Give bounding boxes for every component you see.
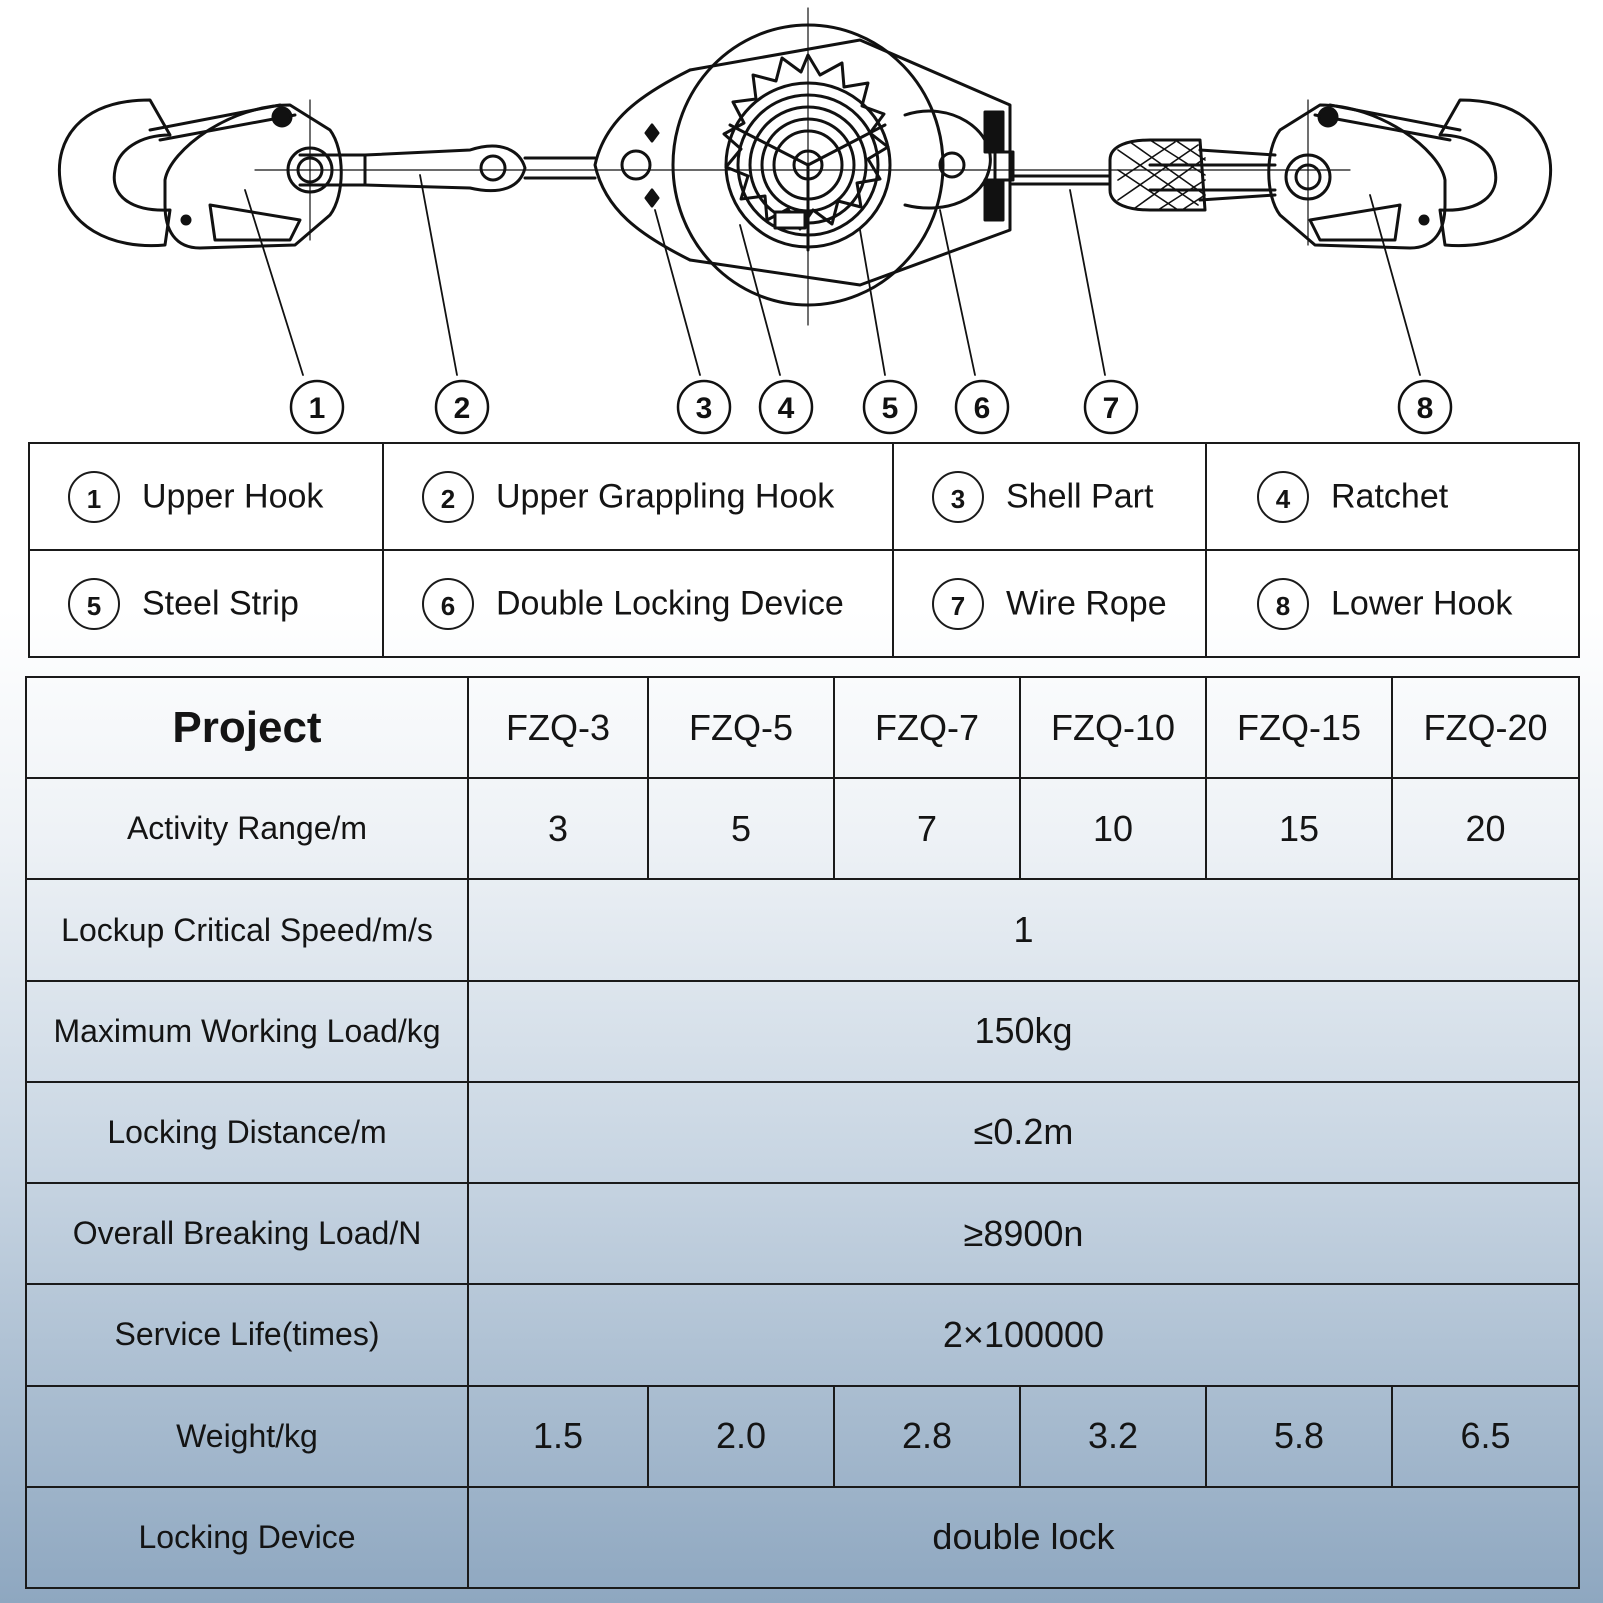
upper-hook-icon bbox=[57, 98, 343, 250]
cell-value: 2.0 bbox=[647, 1384, 835, 1488]
legend-label: Lower Hook bbox=[1331, 584, 1513, 622]
cell-value: ≥8900n bbox=[467, 1182, 1580, 1286]
cell-value: 3 bbox=[467, 777, 649, 881]
spec-header-row: Project FZQ-3 FZQ-5 FZQ-7 FZQ-10 FZQ-15 … bbox=[25, 675, 1580, 780]
svg-text:4: 4 bbox=[778, 392, 795, 425]
spec-row-breaking-load: Overall Breaking Load/N ≥8900n bbox=[25, 1182, 1580, 1286]
svg-text:7: 7 bbox=[1103, 392, 1120, 425]
header-model: FZQ-5 bbox=[647, 675, 835, 780]
spec-row-locking-distance: Locking Distance/m ≤0.2m bbox=[25, 1080, 1580, 1185]
legend-label: Steel Strip bbox=[142, 584, 299, 622]
header-project: Project bbox=[25, 675, 469, 780]
header-model: FZQ-7 bbox=[833, 675, 1021, 780]
legend-label: Upper Hook bbox=[142, 477, 324, 515]
cell-value: 20 bbox=[1391, 777, 1580, 881]
wire-rope-icon bbox=[1010, 174, 1112, 186]
cell-value: 2×100000 bbox=[467, 1283, 1580, 1387]
legend-item-steel-strip: 5 Steel Strip bbox=[28, 549, 384, 658]
header-model: FZQ-3 bbox=[467, 675, 649, 780]
device-diagram: 1 2 3 4 5 6 7 8 bbox=[57, 7, 1553, 435]
header-model: FZQ-10 bbox=[1019, 675, 1207, 780]
legend-number: 5 bbox=[68, 577, 120, 630]
legend-item-upper-hook: 1 Upper Hook bbox=[28, 442, 384, 551]
legend-label: Ratchet bbox=[1331, 477, 1449, 515]
legend-number: 7 bbox=[932, 577, 984, 630]
legend-item-double-locking-device: 6 Double Locking Device bbox=[382, 549, 894, 658]
svg-text:1: 1 bbox=[309, 392, 326, 425]
cell-value: ≤0.2m bbox=[467, 1080, 1580, 1185]
double-locking-device-icon bbox=[903, 109, 1015, 222]
legend-number: 3 bbox=[932, 470, 984, 523]
shell-part-icon bbox=[593, 68, 692, 262]
callout-4: 4 bbox=[758, 379, 814, 435]
cell-value: 1.5 bbox=[467, 1384, 649, 1488]
cell-value: 10 bbox=[1019, 777, 1207, 881]
lower-hook-icon bbox=[1267, 98, 1553, 250]
row-label: Locking Distance/m bbox=[25, 1080, 469, 1185]
legend-number: 1 bbox=[68, 470, 120, 523]
svg-text:5: 5 bbox=[882, 392, 899, 425]
legend-row: 5 Steel Strip 6 Double Locking Device 7 Wir… bbox=[28, 549, 1580, 658]
callout-1: 1 bbox=[289, 379, 345, 435]
cell-value: 3.2 bbox=[1019, 1384, 1207, 1488]
row-label: Overall Breaking Load/N bbox=[25, 1182, 469, 1286]
legend-item-wire-rope: 7 Wire Rope bbox=[892, 549, 1207, 658]
svg-text:8: 8 bbox=[1417, 392, 1434, 425]
row-label: Service Life(times) bbox=[25, 1283, 469, 1387]
spec-row-locking-device: Locking Device double lock bbox=[25, 1485, 1580, 1590]
svg-text:2: 2 bbox=[454, 392, 471, 425]
parts-legend: 1 Upper Hook 2 Upper Grappling Hook 3 Shell… bbox=[28, 442, 1580, 658]
cell-value: 6.5 bbox=[1391, 1384, 1580, 1488]
legend-number: 4 bbox=[1257, 470, 1309, 523]
row-label: Lockup Critical Speed/m/s bbox=[25, 878, 469, 982]
legend-label: Double Locking Device bbox=[496, 584, 844, 622]
row-label: Locking Device bbox=[25, 1485, 469, 1590]
row-label: Activity Range/m bbox=[25, 777, 469, 881]
cell-value: 150kg bbox=[467, 979, 1580, 1083]
cell-value: 2.8 bbox=[833, 1384, 1021, 1488]
spec-table: Project FZQ-3 FZQ-5 FZQ-7 FZQ-10 FZQ-15 … bbox=[25, 675, 1580, 1590]
legend-number: 6 bbox=[422, 577, 474, 630]
header-model: FZQ-20 bbox=[1391, 675, 1580, 780]
cell-value: 5 bbox=[647, 777, 835, 881]
callout-6: 6 bbox=[954, 379, 1010, 435]
callout-5: 5 bbox=[862, 379, 918, 435]
svg-text:6: 6 bbox=[974, 392, 991, 425]
row-label: Weight/kg bbox=[25, 1384, 469, 1488]
legend-number: 2 bbox=[422, 470, 474, 523]
spec-row-max-load: Maximum Working Load/kg 150kg bbox=[25, 979, 1580, 1083]
legend-label: Wire Rope bbox=[1006, 584, 1167, 622]
legend-row: 1 Upper Hook 2 Upper Grappling Hook 3 Shell… bbox=[28, 442, 1580, 551]
spec-row-weight: Weight/kg 1.5 2.0 2.8 3.2 5.8 6.5 bbox=[25, 1384, 1580, 1488]
legend-item-lower-hook: 8 Lower Hook bbox=[1205, 549, 1580, 658]
cell-value: 7 bbox=[833, 777, 1021, 881]
row-label: Maximum Working Load/kg bbox=[25, 979, 469, 1083]
legend-label: Upper Grappling Hook bbox=[496, 477, 835, 515]
callout-3: 3 bbox=[676, 379, 732, 435]
header-model: FZQ-15 bbox=[1205, 675, 1393, 780]
callout-7: 7 bbox=[1083, 379, 1139, 435]
cell-value: 15 bbox=[1205, 777, 1393, 881]
cell-value: 5.8 bbox=[1205, 1384, 1393, 1488]
spec-row-lockup-speed: Lockup Critical Speed/m/s 1 bbox=[25, 878, 1580, 982]
legend-label: Shell Part bbox=[1006, 477, 1154, 515]
cell-value: double lock bbox=[467, 1485, 1580, 1590]
legend-number: 8 bbox=[1257, 577, 1309, 630]
callout-2: 2 bbox=[434, 379, 490, 435]
legend-item-upper-grappling-hook: 2 Upper Grappling Hook bbox=[382, 442, 894, 551]
cell-value: 1 bbox=[467, 878, 1580, 982]
callout-8: 8 bbox=[1397, 379, 1453, 435]
spec-row-activity-range: Activity Range/m 3 5 7 10 15 20 bbox=[25, 777, 1580, 881]
legend-item-ratchet: 4 Ratchet bbox=[1205, 442, 1580, 551]
legend-item-shell-part: 3 Shell Part bbox=[892, 442, 1207, 551]
spec-row-service-life: Service Life(times) 2×100000 bbox=[25, 1283, 1580, 1387]
svg-text:3: 3 bbox=[696, 392, 713, 425]
